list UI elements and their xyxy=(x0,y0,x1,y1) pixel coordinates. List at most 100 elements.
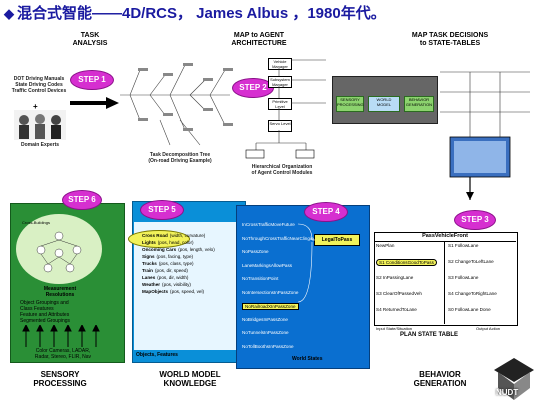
world-model-item: Signs(pos, facing, type) xyxy=(142,253,238,260)
plan-right-row: S3 FollowLane xyxy=(448,275,479,280)
diamond-bullet-icon: ◆ xyxy=(4,6,14,21)
world-model-item-detail: (width, curvature) xyxy=(169,233,206,238)
behavior-generation-label: BEHAVIOR GENERATION xyxy=(413,370,467,388)
plan-right-row: S2 ChangeToLeftLane xyxy=(448,259,494,264)
step-5-badge: STEP 5 xyxy=(140,200,184,220)
world-model-item-detail: (pos, length, velo) xyxy=(178,247,215,252)
step-3-badge: STEP 3 xyxy=(454,210,496,230)
source-item: DOT Driving Manuals xyxy=(13,76,65,82)
world-model-item: MapObjects(pos, speed, vel) xyxy=(142,288,238,295)
sensors-label: Color Cameras, LADAR, Radar, Stereo, FLI… xyxy=(34,348,92,360)
input-state-label: Input State/Situation xyxy=(376,326,413,331)
sensory-list-item: Segmented Groupings xyxy=(20,318,71,324)
world-state-row: NoTollBoothsInPassZone xyxy=(242,343,294,349)
world-model-item: Oncoming Cars(pos, length, velo) xyxy=(142,246,238,253)
world-model-item: Cross Road(width, curvature) xyxy=(142,232,238,239)
world-states-panel xyxy=(236,205,370,369)
world-model-item: Lanes(pos, dir, width) xyxy=(142,274,238,281)
legal-to-pass-box: LegalToPass xyxy=(314,234,360,246)
world-model-knowledge-label: WORLD MODEL KNOWLEDGE xyxy=(159,370,221,388)
sensory-list-item: Object Groupings and xyxy=(20,300,69,306)
world-model-item-detail: (pos, dir, speed) xyxy=(154,268,188,273)
sources-block: DOT Driving Manuals State Driving Codes … xyxy=(8,76,70,94)
world-model-item-label: Lights xyxy=(142,240,156,245)
world-model-items: Cross Road(width, curvature)Lights(pos, … xyxy=(142,232,238,295)
page-title: ◆混合式智能——4D/RCS， James Albus ，1980年代。 xyxy=(4,2,386,23)
plan-table-caption: PLAN STATE TABLE xyxy=(400,332,458,338)
world-model-item: Train(pos, dir, speed) xyxy=(142,267,238,274)
plan-state-table xyxy=(374,232,518,326)
step-1-badge: STEP 1 xyxy=(70,70,114,90)
primitive-level-box: Primitive Level xyxy=(268,98,292,110)
world-model-item-label: Weather xyxy=(142,282,161,287)
sensory-processing-label: SENSORY PROCESSING xyxy=(33,370,87,388)
world-state-row: NoTransitionPoint xyxy=(242,276,279,281)
world-model-item-label: Lanes xyxy=(142,275,156,280)
map-task-heading: MAP TASK DECISIONS to STATE-TABLES xyxy=(411,32,489,47)
plan-right-row: S4 ChangeToRightLane xyxy=(448,291,497,296)
plan-left-row: NewPlan xyxy=(376,243,395,248)
map-agent-heading: MAP to AGENT ARCHITECTURE xyxy=(231,32,287,47)
sensory-list: Object Groupings and Class Features Feat… xyxy=(20,300,104,324)
world-model-item-detail: (pos, visibility) xyxy=(162,282,191,287)
plan-divider xyxy=(444,241,445,324)
sensory-list-item: Feature and Attributes xyxy=(20,312,70,318)
world-model-item-label: Train xyxy=(142,268,153,273)
plan-right-row: S0 FollowLane Done xyxy=(448,307,491,312)
plan-left-row: S2 InPassingLane xyxy=(376,275,414,280)
tree-caption: Task Decomposition Tree (On-road Driving… xyxy=(148,152,212,164)
world-state-row: InCrossTrafficMoveFuture xyxy=(242,222,295,227)
plan-left-row: S1 ConditionsGoodToPass xyxy=(376,259,437,266)
step-2-badge: STEP 2 xyxy=(232,78,274,98)
world-state-row: NoPassZone xyxy=(242,249,269,254)
world-states-label: World States xyxy=(292,356,323,362)
world-model-item-label: Oncoming Cars xyxy=(142,247,177,252)
world-model-item-detail: (pos, facing, type) xyxy=(156,254,194,259)
world-model-item-label: Cross Road xyxy=(142,233,168,238)
world-model-item-detail: (pos, head, color) xyxy=(157,240,194,245)
vehicle-manager-box: Vehicle Manager xyxy=(268,58,292,70)
nudt-logo-icon xyxy=(494,358,534,400)
ws-brace-lines xyxy=(297,223,315,303)
plan-right-row: S1 FollowLane xyxy=(448,243,479,248)
sensor-arrows-icon xyxy=(22,325,100,347)
task-tree-diagram xyxy=(120,63,233,146)
sensory-processing-node: SENSORY PROCESSING xyxy=(336,96,364,112)
servo-level-box: Servo Level xyxy=(268,120,292,132)
title-text: 混合式智能——4D/RCS， James Albus ，1980年代。 xyxy=(17,5,386,22)
cross-road-ellipse xyxy=(128,230,190,248)
experts-label: Domain Experts xyxy=(20,142,60,148)
world-model-item-detail: (pos, class, type) xyxy=(158,261,194,266)
world-model-item: Lights(pos, head, color) xyxy=(142,239,238,246)
behavior-generation-node: BEHAVIOR GENERATION xyxy=(404,96,434,112)
step-6-badge: STEP 6 xyxy=(62,190,102,210)
world-model-item-label: MapObjects xyxy=(142,289,169,294)
plan-title: PassVehicleFront xyxy=(374,232,516,242)
world-state-row: NoTunnelsInPassZone xyxy=(242,330,289,335)
plus-sign: + xyxy=(33,102,38,111)
measurement-label: Measurement Resolutions xyxy=(43,286,77,298)
big-arrow-icon xyxy=(70,97,119,109)
state-table-sketch xyxy=(440,71,530,200)
world-state-row: NoRailroadXInPassZone xyxy=(242,303,299,310)
sensory-graph-icon xyxy=(36,231,82,273)
world-model-item-label: Trucks xyxy=(142,261,157,266)
domain-experts-icon xyxy=(14,110,66,140)
cross-label: Cross-Buildings xyxy=(22,220,51,225)
plan-left-row: S4 ReturnedToLane xyxy=(376,307,417,312)
world-model-item: Weather(pos, visibility) xyxy=(142,281,238,288)
nudt-logo-text: NUDT xyxy=(496,388,519,397)
task-analysis-heading: TASK ANALYSIS xyxy=(72,32,108,47)
step-4-badge: STEP 4 xyxy=(304,202,348,222)
output-action-label: Output Action xyxy=(476,326,501,331)
source-item: Traffic Control Devices xyxy=(11,88,67,94)
subsystem-manager-box: Subsystem Manager xyxy=(268,76,292,88)
world-model-node: WORLD MODEL xyxy=(368,96,400,112)
world-model-item-detail: (pos, speed, vel) xyxy=(170,289,205,294)
objects-features-label: Objects, Features xyxy=(136,352,178,358)
agent-hierarchy-lines xyxy=(245,59,326,159)
world-model-item: Trucks(pos, class, type) xyxy=(142,260,238,267)
world-state-row: NoThroughCrossTrafficNearClinging xyxy=(242,235,317,241)
world-state-row: NoBridgesInPassZone xyxy=(242,316,288,322)
